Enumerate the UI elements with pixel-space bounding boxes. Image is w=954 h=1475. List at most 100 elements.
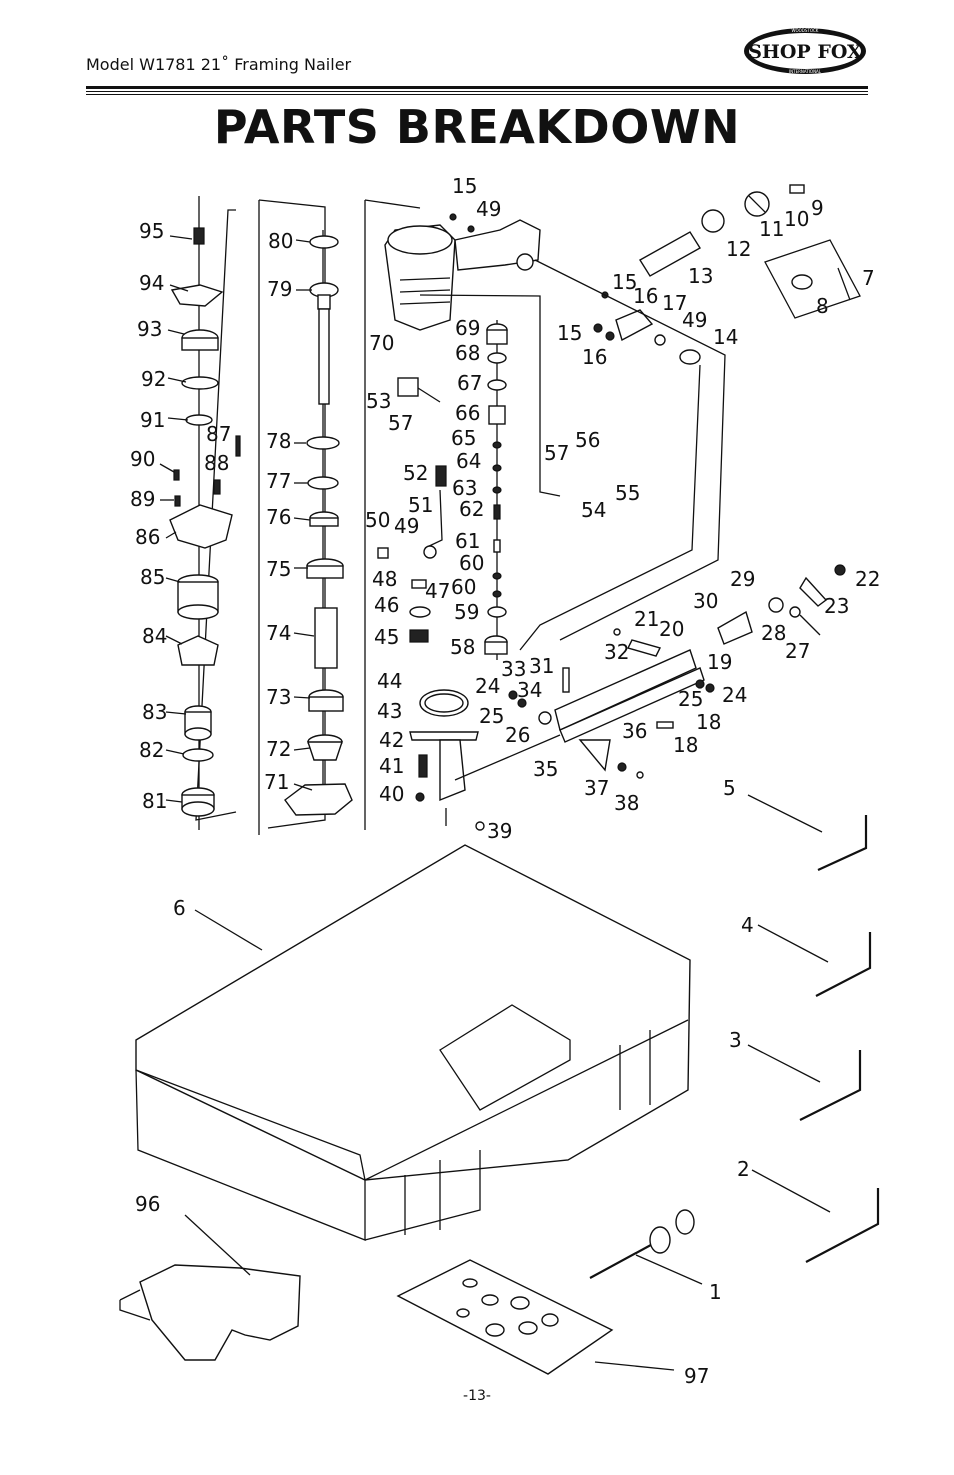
part-label: 68 xyxy=(455,341,480,365)
part-label: 49 xyxy=(394,514,419,538)
svg-text:SHOP FOX: SHOP FOX xyxy=(748,41,862,63)
part-label: 38 xyxy=(614,791,639,815)
part-label: 85 xyxy=(140,565,165,589)
part-label: 29 xyxy=(730,567,755,591)
part-number-labels: 95 94 93 92 91 90 89 86 85 84 83 82 81 8… xyxy=(130,174,880,1388)
part-label: 13 xyxy=(688,264,713,288)
part-label: 2 xyxy=(737,1157,750,1181)
part-label: 50 xyxy=(365,508,390,532)
part-label: 77 xyxy=(266,469,291,493)
part-label: 6 xyxy=(173,896,186,920)
middle-stack-parts xyxy=(284,230,353,816)
part-label: 78 xyxy=(266,429,291,453)
part-label: 91 xyxy=(140,408,165,432)
part-label: 30 xyxy=(693,589,718,613)
part-label: 82 xyxy=(139,738,164,762)
part-label: 21 xyxy=(634,607,659,631)
part-label: 72 xyxy=(266,737,291,761)
part-label: 92 xyxy=(141,367,166,391)
part-label: 89 xyxy=(130,487,155,511)
part-label: 44 xyxy=(377,669,402,693)
part-label: 3 xyxy=(729,1028,742,1052)
part-label: 11 xyxy=(759,217,784,241)
part-label: 32 xyxy=(604,640,629,664)
part-label: 41 xyxy=(379,754,404,778)
part-label: 23 xyxy=(824,594,849,618)
part-label: 56 xyxy=(575,428,600,452)
part-label: 20 xyxy=(659,617,684,641)
part-label: 62 xyxy=(459,497,484,521)
part-label: 69 xyxy=(455,316,480,340)
part-label: 31 xyxy=(529,654,554,678)
part-label: 80 xyxy=(268,229,293,253)
part-label: 5 xyxy=(723,776,736,800)
part-label: 37 xyxy=(584,776,609,800)
part-label: 42 xyxy=(379,728,404,752)
part-label: 33 xyxy=(501,657,526,681)
part-label: 63 xyxy=(452,476,477,500)
part-label: 19 xyxy=(707,650,732,674)
part-label: 81 xyxy=(142,789,167,813)
part-label: 57 xyxy=(544,441,569,465)
part-label: 93 xyxy=(137,317,162,341)
part-label: 36 xyxy=(622,719,647,743)
part-label: 96 xyxy=(135,1192,160,1216)
part-label: 25 xyxy=(479,704,504,728)
leader-96 xyxy=(184,1214,251,1276)
part-label: 45 xyxy=(374,625,399,649)
part-label: 95 xyxy=(139,219,164,243)
part-label: 14 xyxy=(713,325,738,349)
part-label: 90 xyxy=(130,447,155,471)
handle-end-parts xyxy=(449,184,861,365)
part-label: 57 xyxy=(388,411,413,435)
part-label: 66 xyxy=(455,401,480,425)
part-label: 49 xyxy=(476,197,501,221)
part-label: 10 xyxy=(784,207,809,231)
part-label: 65 xyxy=(451,426,476,450)
part-label: 9 xyxy=(811,196,824,220)
part-label: 24 xyxy=(722,683,747,707)
hex-wrenches xyxy=(589,815,880,1279)
part-label: 97 xyxy=(684,1364,709,1388)
svg-text:WOODSTOCK: WOODSTOCK xyxy=(792,28,819,33)
part-label: 60 xyxy=(459,551,484,575)
part-label: 4 xyxy=(741,913,754,937)
part-label: 25 xyxy=(678,687,703,711)
part-label: 87 xyxy=(206,422,231,446)
carrying-case xyxy=(135,844,691,1241)
part-label: 73 xyxy=(266,685,291,709)
page-title: PARTS BREAKDOWN xyxy=(213,100,741,154)
part-label: 8 xyxy=(816,294,829,318)
part-label: 60 xyxy=(451,575,476,599)
safety-glasses xyxy=(119,1264,301,1361)
part-label: 43 xyxy=(377,699,402,723)
shop-fox-logo: SHOP FOX WOODSTOCK INTERNATIONAL xyxy=(744,28,866,74)
part-label: 58 xyxy=(450,635,475,659)
part-label: 52 xyxy=(403,461,428,485)
part-label: 18 xyxy=(673,733,698,757)
magazine-assembly xyxy=(419,259,846,781)
parts-bag xyxy=(396,1259,614,1375)
part-label: 16 xyxy=(582,345,607,369)
header-rule xyxy=(86,86,868,89)
part-label: 94 xyxy=(139,271,164,295)
part-label: 40 xyxy=(379,782,404,806)
driver-guide-parts xyxy=(409,689,485,831)
part-label: 34 xyxy=(517,678,542,702)
part-label: 12 xyxy=(726,237,751,261)
leader-6 xyxy=(194,909,263,951)
part-label: 51 xyxy=(408,493,433,517)
part-label: 55 xyxy=(615,481,640,505)
part-label: 22 xyxy=(855,567,880,591)
leader-lines xyxy=(159,235,831,1371)
part-label: 26 xyxy=(505,723,530,747)
part-label: 15 xyxy=(452,174,477,198)
page-number: -13- xyxy=(463,1388,491,1404)
part-label: 17 xyxy=(662,291,687,315)
header-model-title: Model W1781 21˚ Framing Nailer xyxy=(86,55,352,74)
part-label: 59 xyxy=(454,600,479,624)
part-label: 24 xyxy=(475,674,500,698)
part-label: 35 xyxy=(533,757,558,781)
part-label: 70 xyxy=(369,331,394,355)
